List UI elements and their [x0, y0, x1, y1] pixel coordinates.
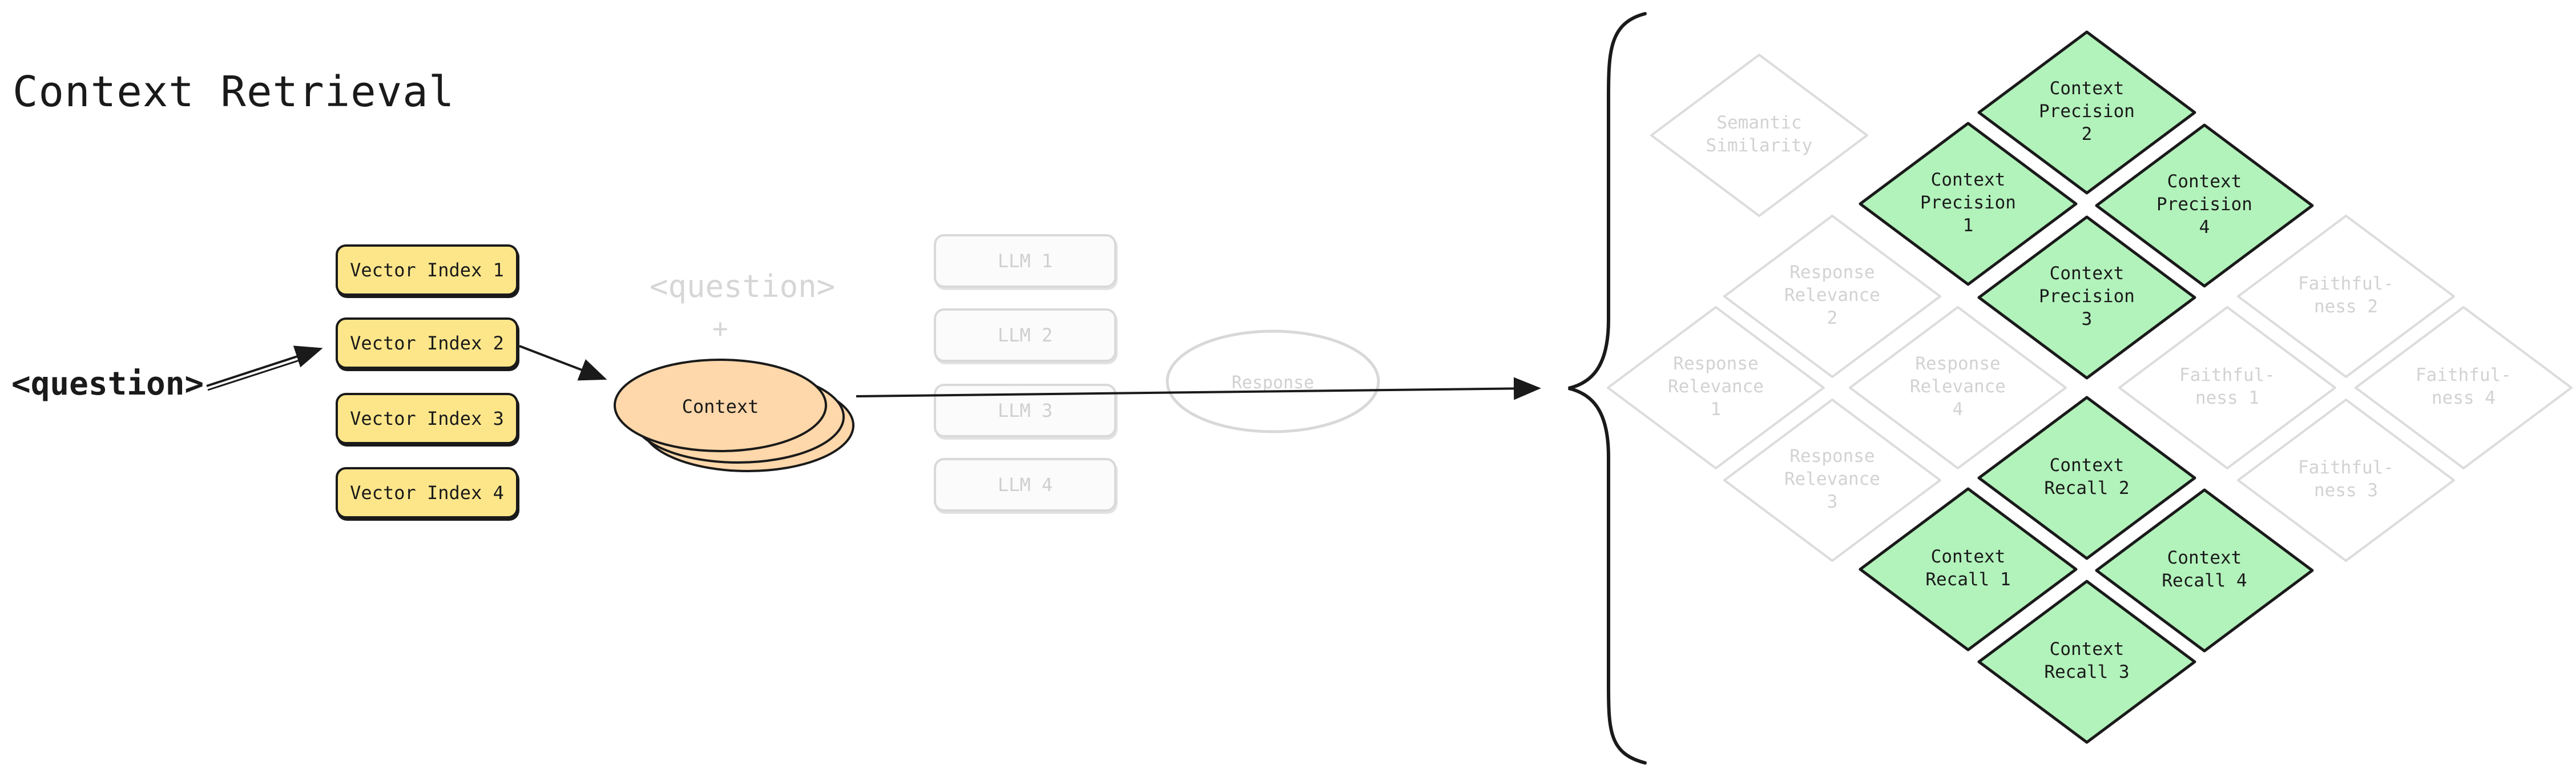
metric-response-relevance-1-line-3: 1	[1711, 399, 1722, 420]
plus-sign: +	[712, 313, 728, 344]
llm-2-label: LLM 2	[997, 324, 1053, 346]
metric-faithfulness-1-line-1: Faithful-	[2179, 365, 2275, 385]
metric-response-relevance-4-line-3: 4	[1953, 399, 1964, 420]
metric-response-relevance-3-line-3: 3	[1827, 492, 1838, 512]
metric-semantic-similarity-line-1: Semantic	[1716, 112, 1801, 133]
arrow-question-to-vector-index	[206, 345, 323, 391]
metric-context-precision-2[interactable]: Context Precision 2	[1977, 30, 2196, 195]
metric-context-recall-1[interactable]: Context Recall 1	[1859, 487, 2078, 652]
metric-context-precision-2-line-3: 2	[2082, 124, 2093, 144]
metric-context-precision-3-line-1: Context	[2050, 263, 2125, 284]
metric-faithfulness-2-line-2: ness 2	[2314, 296, 2378, 317]
metric-semantic-similarity[interactable]: Semantic Similarity	[1650, 54, 1868, 217]
vector-index-2[interactable]: Vector Index 2	[336, 317, 518, 369]
metric-context-precision-1-line-2: Precision	[1920, 192, 2016, 213]
metric-context-precision-2-line-1: Context	[2050, 78, 2125, 99]
metric-context-precision-1-line-1: Context	[1931, 170, 2006, 190]
question-label: <question>	[11, 365, 204, 403]
response-node[interactable]	[1166, 329, 1380, 433]
llm-4[interactable]: LLM 4	[934, 458, 1116, 512]
metric-response-relevance-1-line-1: Response	[1673, 353, 1758, 374]
vector-index-1[interactable]: Vector Index 1	[336, 244, 518, 296]
llm-1[interactable]: LLM 1	[934, 234, 1116, 288]
metric-faithfulness-1-line-2: ness 1	[2195, 388, 2259, 408]
metric-context-recall-4[interactable]: Context Recall 4	[2095, 488, 2314, 653]
arrow-vector-index-to-context	[519, 345, 607, 381]
metric-faithfulness-4-line-1: Faithful-	[2416, 365, 2512, 385]
metric-response-relevance-3-line-1: Response	[1789, 446, 1874, 467]
metric-context-precision-2-line-2: Precision	[2039, 101, 2135, 122]
metric-context-recall-3[interactable]: Context Recall 3	[1977, 580, 2196, 744]
metric-context-precision-1-line-3: 1	[1963, 215, 1974, 236]
question-faded-label: <question>	[650, 268, 836, 304]
metric-response-relevance-3[interactable]: Response Relevance 3	[1723, 399, 1941, 562]
metric-context-recall-4-line-1: Context	[2167, 548, 2242, 568]
vector-index-3-label: Vector Index 3	[350, 408, 504, 429]
metric-context-precision-4-line-1: Context	[2167, 171, 2242, 192]
vector-index-3[interactable]: Vector Index 3	[336, 393, 518, 444]
metric-faithfulness-4-line-2: ness 4	[2432, 388, 2496, 408]
llm-1-label: LLM 1	[997, 250, 1053, 272]
metric-context-recall-2[interactable]: Context Recall 2	[1977, 396, 2196, 560]
metric-context-recall-3-line-1: Context	[2050, 639, 2125, 660]
context-label: Context	[682, 396, 759, 417]
metric-context-precision-4-line-2: Precision	[2156, 194, 2252, 215]
metric-context-recall-2-line-1: Context	[2050, 455, 2125, 476]
metric-context-precision-3[interactable]: Context Precision 3	[1977, 215, 2196, 380]
llm-2[interactable]: LLM 2	[934, 308, 1116, 362]
metric-response-relevance-2-line-2: Relevance	[1784, 285, 1880, 305]
metric-context-recall-4-line-2: Recall 4	[2162, 570, 2247, 591]
metric-semantic-similarity-line-2: Similarity	[1706, 135, 1813, 156]
metric-context-precision-3-line-2: Precision	[2039, 286, 2135, 307]
metric-context-recall-2-line-2: Recall 2	[2044, 478, 2129, 498]
metric-context-recall-3-line-2: Recall 3	[2044, 662, 2129, 682]
metrics-brace	[1568, 12, 1647, 765]
metric-context-precision-4-line-3: 4	[2199, 217, 2210, 238]
llm-3-label: LLM 3	[997, 400, 1053, 421]
metric-context-recall-1-line-1: Context	[1931, 546, 2006, 567]
metric-response-relevance-2-line-3: 2	[1827, 308, 1838, 328]
metric-response-relevance-4-line-2: Relevance	[1910, 376, 2006, 397]
metric-context-precision-4[interactable]: Context Precision 4	[2095, 123, 2314, 288]
metric-response-relevance-3-line-2: Relevance	[1784, 469, 1880, 489]
llm-4-label: LLM 4	[997, 474, 1053, 496]
response-label: Response	[1232, 373, 1315, 393]
vector-index-4-label: Vector Index 4	[350, 482, 504, 504]
metric-faithfulness-4[interactable]: Faithful- ness 4	[2355, 306, 2573, 469]
metric-faithfulness-2[interactable]: Faithful- ness 2	[2237, 215, 2455, 378]
metric-response-relevance-1-line-2: Relevance	[1668, 376, 1764, 397]
metric-response-relevance-4[interactable]: Response Relevance 4	[1849, 306, 2067, 469]
metric-context-precision-3-line-3: 3	[2082, 309, 2093, 329]
metric-faithfulness-2-line-1: Faithful-	[2298, 274, 2394, 294]
metric-response-relevance-2[interactable]: Response Relevance 2	[1723, 215, 1941, 378]
metric-faithfulness-3[interactable]: Faithful- ness 3	[2237, 399, 2455, 562]
context-node[interactable]	[614, 359, 854, 472]
vector-index-2-label: Vector Index 2	[350, 332, 504, 354]
vector-index-1-label: Vector Index 1	[350, 259, 504, 281]
metric-response-relevance-4-line-1: Response	[1915, 353, 2000, 374]
metric-context-recall-1-line-2: Recall 1	[1925, 569, 2010, 590]
vector-index-4[interactable]: Vector Index 4	[336, 467, 518, 518]
metric-context-precision-1[interactable]: Context Precision 1	[1859, 122, 2078, 286]
metric-faithfulness-3-line-1: Faithful-	[2298, 457, 2394, 478]
metric-faithfulness-1[interactable]: Faithful- ness 1	[2118, 306, 2336, 469]
metric-response-relevance-2-line-1: Response	[1789, 262, 1874, 283]
arrow-context-to-metrics	[856, 377, 1541, 400]
diagram-title: Context Retrieval	[13, 67, 455, 116]
metric-response-relevance-1[interactable]: Response Relevance 1	[1607, 306, 1825, 469]
metric-faithfulness-3-line-2: ness 3	[2314, 480, 2378, 501]
